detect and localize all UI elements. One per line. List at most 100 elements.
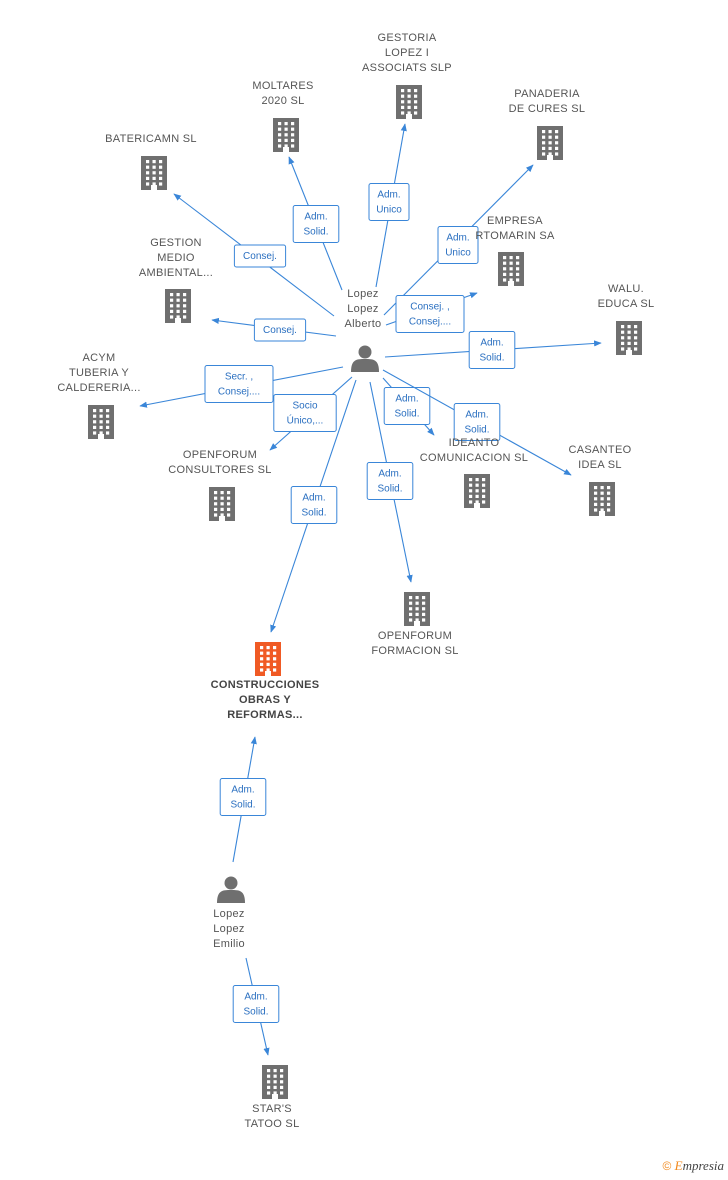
relation-label-text: Secr. , — [225, 372, 253, 383]
person-icon — [217, 876, 245, 903]
company-node-openforum-c[interactable]: OPENFORUM CONSULTORES SL — [168, 449, 271, 521]
relation-label[interactable]: Consej. ,Consej.... — [395, 295, 465, 333]
edge-alberto-acym: Secr. , Consej.... — [139, 365, 344, 408]
relation-label-box — [204, 365, 274, 403]
edge-emilio-construcciones: Adm.Solid. — [219, 736, 267, 863]
brand-logo[interactable]: Empresia — [674, 1158, 724, 1173]
relation-label[interactable]: Adm. Solid. — [453, 403, 501, 441]
relation-label[interactable]: Consej. — [253, 318, 307, 342]
node-label: BATERICAMN SL — [105, 133, 197, 145]
relation-label-text: Solid. — [394, 409, 419, 420]
relation-label-text: Adm. — [446, 233, 469, 244]
building-icon — [616, 321, 642, 355]
node-label: PANADERIA — [514, 88, 580, 100]
relation-label-text: Adm. — [378, 469, 401, 480]
node-label: Alberto — [345, 318, 382, 330]
edge-alberto-walu: Adm.Solid. — [384, 331, 602, 369]
relation-label-text: Adm. — [377, 190, 400, 201]
edge-alberto-openforum_c: SocioÚnico,... — [269, 376, 353, 451]
node-label: OBRAS Y — [239, 694, 291, 706]
relation-label[interactable]: Secr. , Consej.... — [204, 365, 274, 403]
building-icon — [589, 482, 615, 516]
edge-alberto-empresa: Consej. ,Consej.... — [385, 292, 478, 333]
edge-alberto-batericamn: Consej. — [173, 193, 335, 317]
node-label: IDEA SL — [578, 459, 622, 471]
relation-label-text: Adm. — [231, 785, 254, 796]
node-label: WALU. — [608, 283, 644, 295]
relation-label-box — [292, 205, 340, 243]
building-icon — [88, 405, 114, 439]
footer-credit: © Empresia — [662, 1158, 724, 1174]
node-label: OPENFORUM — [183, 449, 257, 461]
relation-label[interactable]: Adm.Solid. — [290, 486, 338, 524]
node-label: REFORMAS... — [227, 709, 302, 721]
building-icon — [141, 156, 167, 190]
edge-alberto-panaderia: Adm.Unico — [383, 164, 534, 316]
relation-label-box — [383, 387, 431, 425]
company-node-casanteo[interactable]: CASANTEO IDEA SL — [569, 444, 632, 516]
relation-label-box — [273, 394, 337, 432]
edge-alberto-ideanto: Adm.Solid. — [382, 377, 435, 436]
relation-label-box — [453, 403, 501, 441]
building-icon — [165, 289, 191, 323]
company-node-gestion[interactable]: GESTIONMEDIOAMBIENTAL... — [139, 237, 213, 323]
building-icon — [396, 85, 422, 119]
relation-label[interactable]: Adm.Solid. — [366, 462, 414, 500]
relation-label[interactable]: Adm.Unico — [437, 226, 479, 264]
node-label: Lopez — [213, 908, 244, 920]
relation-label-box — [253, 318, 307, 342]
relation-label[interactable]: Adm.Solid. — [292, 205, 340, 243]
node-label: TATOO SL — [245, 1118, 300, 1130]
relation-label-text: Solid. — [464, 425, 489, 436]
relation-label[interactable]: Adm.Unico — [368, 183, 410, 221]
relation-label[interactable]: Adm.Solid. — [232, 985, 280, 1023]
edge-alberto-construcciones: Adm.Solid. — [270, 379, 357, 633]
relation-label[interactable]: Consej. — [233, 244, 287, 268]
edge-emilio-stars: Adm.Solid. — [232, 957, 280, 1056]
node-label: MEDIO — [157, 252, 195, 264]
relation-label[interactable]: Adm.Solid. — [219, 778, 267, 816]
node-label: Lopez — [213, 923, 244, 935]
company-node-walu[interactable]: WALU.EDUCA SL — [598, 283, 655, 355]
relation-label-text: Adm. — [244, 992, 267, 1003]
node-label: CONSULTORES SL — [168, 464, 271, 476]
node-label: EMPRESA — [487, 215, 543, 227]
node-label: LOPEZ I — [385, 47, 429, 59]
relation-label[interactable]: Adm.Solid. — [383, 387, 431, 425]
node-label: Lopez — [347, 303, 378, 315]
node-label: ASSOCIATS SLP — [362, 62, 452, 74]
relation-label-text: Consej.... — [409, 317, 451, 328]
copyright-symbol: © — [662, 1159, 672, 1173]
relation-label-text: Consej. — [263, 325, 297, 336]
edge-alberto-gestoria: Adm.Unico — [368, 123, 410, 288]
relation-label[interactable]: Adm.Solid. — [468, 331, 516, 369]
relation-label-text: Consej. — [243, 251, 277, 262]
relation-label-text: Adm. — [465, 410, 488, 421]
node-label: CASANTEO — [569, 444, 632, 456]
building-icon — [537, 126, 563, 160]
relation-label-text: Consej.... — [218, 387, 260, 398]
relation-label-box — [233, 244, 287, 268]
edges-layer: Adm.UnicoAdm.Solid.Adm.UnicoConsej.Conse… — [139, 123, 602, 1056]
company-node-batericamn[interactable]: BATERICAMN SL — [105, 133, 197, 190]
node-label: Lopez — [347, 288, 378, 300]
person-icon — [351, 345, 379, 372]
edge-alberto-openforum_f: Adm.Solid. — [366, 381, 414, 583]
edge-alberto-moltares: Adm.Solid. — [288, 156, 343, 291]
relation-label-box — [468, 331, 516, 369]
relation-label-text: Adm. — [480, 338, 503, 349]
relation-label[interactable]: SocioÚnico,... — [273, 394, 337, 432]
relation-label-text: Adm. — [302, 493, 325, 504]
